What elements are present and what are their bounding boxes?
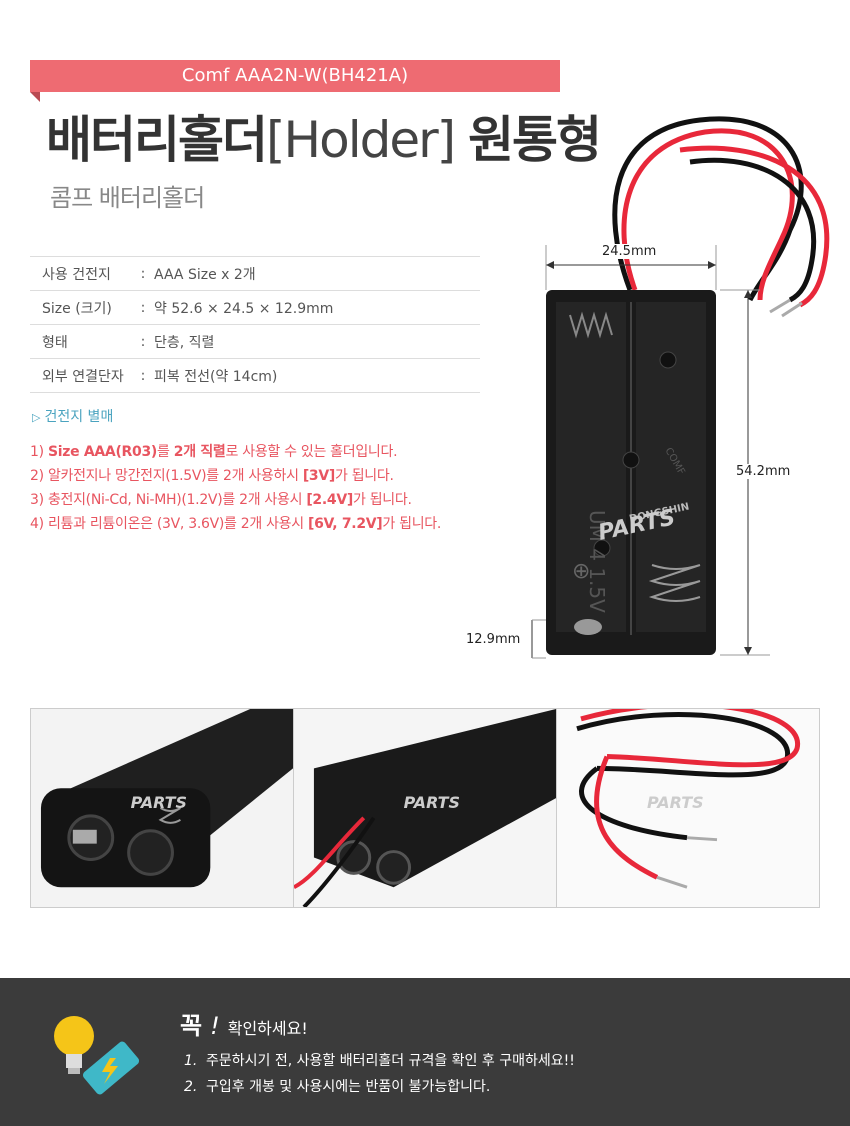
photo-wires: PARTS xyxy=(557,709,819,907)
spec-value: 단층, 직렬 xyxy=(154,334,215,351)
spec-colon: : xyxy=(140,299,146,316)
sold-separately-text: 건전지 별매 xyxy=(44,409,114,425)
spec-value: AAA Size x 2개 xyxy=(154,266,256,283)
dimension-width: 24.5mm xyxy=(602,244,657,259)
spec-label: 형태 xyxy=(42,334,68,351)
holder-end-image: PARTS xyxy=(31,709,293,907)
spec-row: 사용 건전지 : AAA Size x 2개 xyxy=(30,257,480,291)
photo-holder-end: PARTS xyxy=(31,709,294,907)
sold-separately-note: ▷건전지 별매 xyxy=(32,406,113,426)
photo-holder-wires: PARTS xyxy=(294,709,557,907)
spec-label: Size (크기) xyxy=(42,300,112,317)
dimension-depth: 12.9mm xyxy=(466,632,521,647)
spec-colon: : xyxy=(140,265,146,282)
product-illustration: UM 4 1.5V COMF ⊕ DONGSHIN PARTS 24.5mm 5… xyxy=(460,90,850,690)
note-bold: Size AAA(R03) xyxy=(47,444,158,460)
note-item: 4) 리튬과 리튬이온은 (3V, 3.6V)를 2개 사용시 [6V, 7.2… xyxy=(30,512,510,536)
note-text: 가 됩니다. xyxy=(382,516,442,532)
note-bold: [2.4V] xyxy=(306,492,353,508)
spec-label: 사용 건전지 xyxy=(42,266,111,283)
footer-list-item: 2. 구입후 개봉 및 사용시에는 반품이 불가능합니다. xyxy=(184,1074,575,1100)
footer-notice: 꼭! 확인하세요! 1. 주문하시기 전, 사용할 배터리홀더 규격을 확인 후 구… xyxy=(0,978,850,1126)
spec-row: Size (크기) : 약 52.6 × 24.5 × 12.9mm xyxy=(30,291,480,325)
footer-list-item: 1. 주문하시기 전, 사용할 배터리홀더 규격을 확인 후 구매하세요!! xyxy=(184,1048,575,1074)
spec-value: 약 52.6 × 24.5 × 12.9mm xyxy=(154,300,334,317)
spec-value: 피복 전선(약 14cm) xyxy=(154,368,278,385)
dimension-height: 54.2mm xyxy=(736,464,791,479)
usage-notes: 1) Size AAA(R03)를 2개 직렬로 사용할 수 있는 홀더입니다.… xyxy=(30,440,510,536)
item-text: 주문하시기 전, 사용할 배터리홀더 규격을 확인 후 구매하세요!! xyxy=(206,1053,575,1069)
note-bold: [3V] xyxy=(302,468,335,484)
battery-holder-drawing: UM 4 1.5V COMF ⊕ DONGSHIN PARTS xyxy=(531,116,830,659)
note-item: 1) Size AAA(R03)를 2개 직렬로 사용할 수 있는 홀더입니다. xyxy=(30,440,510,464)
page-title: 배터리홀더[Holder] 원통형 xyxy=(46,108,602,172)
note-number: 4) xyxy=(30,516,44,532)
spec-colon: : xyxy=(140,367,146,384)
watermark-parts: PARTS xyxy=(131,793,187,812)
spec-row: 형태 : 단층, 직렬 xyxy=(30,325,480,359)
wires-image: PARTS xyxy=(557,709,819,907)
title-suffix: 원통형 xyxy=(468,111,602,169)
spec-table: 사용 건전지 : AAA Size x 2개 Size (크기) : 약 52.… xyxy=(30,256,480,393)
note-text: 알카전지나 망간전지(1.5V)를 2개 사용하시 xyxy=(47,468,303,484)
note-text: 충전지(Ni-Cd, Ni-MH)(1.2V)를 2개 사용시 xyxy=(47,492,307,508)
heading-emphasis: 꼭 xyxy=(180,1012,203,1040)
note-text: 가 됩니다. xyxy=(352,492,412,508)
plus-icon: ⊕ xyxy=(572,559,590,584)
footer-list: 1. 주문하시기 전, 사용할 배터리홀더 규격을 확인 후 구매하세요!! 2.… xyxy=(184,1048,575,1100)
note-text: 가 됩니다. xyxy=(335,468,394,484)
spec-label: 외부 연결단자 xyxy=(42,368,124,385)
note-text: 를 xyxy=(157,444,174,460)
model-tag: Comf AAA2N-W(BH421A) xyxy=(30,60,560,92)
photo-gallery: PARTS PARTS PARTS xyxy=(30,708,820,908)
note-number: 3) xyxy=(30,492,44,508)
footer-heading: 꼭! 확인하세요! xyxy=(180,1006,308,1041)
page-subtitle: 콤프 배터리홀더 xyxy=(50,184,205,212)
note-number: 1) xyxy=(30,444,44,460)
note-item: 3) 충전지(Ni-Cd, Ni-MH)(1.2V)를 2개 사용시 [2.4V… xyxy=(30,488,510,512)
note-text: 리튬과 리튬이온은 (3V, 3.6V)를 2개 사용시 xyxy=(47,516,308,532)
item-number: 1. xyxy=(184,1053,198,1069)
spec-colon: : xyxy=(140,333,146,350)
note-bold: 2개 직렬 xyxy=(173,444,226,460)
cell-marking: UM 4 1.5V xyxy=(585,510,609,613)
note-number: 2) xyxy=(30,468,44,484)
heading-exclamation: ! xyxy=(210,1012,220,1040)
note-text: 로 사용할 수 있는 홀더입니다. xyxy=(225,444,398,460)
watermark-parts: PARTS xyxy=(647,793,704,812)
item-number: 2. xyxy=(184,1079,198,1095)
item-text: 구입후 개봉 및 사용시에는 반품이 불가능합니다. xyxy=(206,1079,491,1095)
lightbulb-battery-icon xyxy=(44,1006,144,1106)
title-light-part: [Holder] xyxy=(266,111,456,169)
note-item: 2) 알카전지나 망간전지(1.5V)를 2개 사용하시 [3V]가 됩니다. xyxy=(30,464,510,488)
holder-wires-image: PARTS xyxy=(294,709,556,907)
tag-fold-decoration xyxy=(30,92,40,102)
watermark-parts: PARTS xyxy=(404,793,460,812)
spec-row: 외부 연결단자 : 피복 전선(약 14cm) xyxy=(30,359,480,393)
note-bold: [6V, 7.2V] xyxy=(308,516,383,532)
triangle-right-icon: ▷ xyxy=(32,411,41,424)
title-bold-part: 배터리홀더 xyxy=(46,111,268,169)
heading-text: 확인하세요! xyxy=(227,1019,308,1038)
